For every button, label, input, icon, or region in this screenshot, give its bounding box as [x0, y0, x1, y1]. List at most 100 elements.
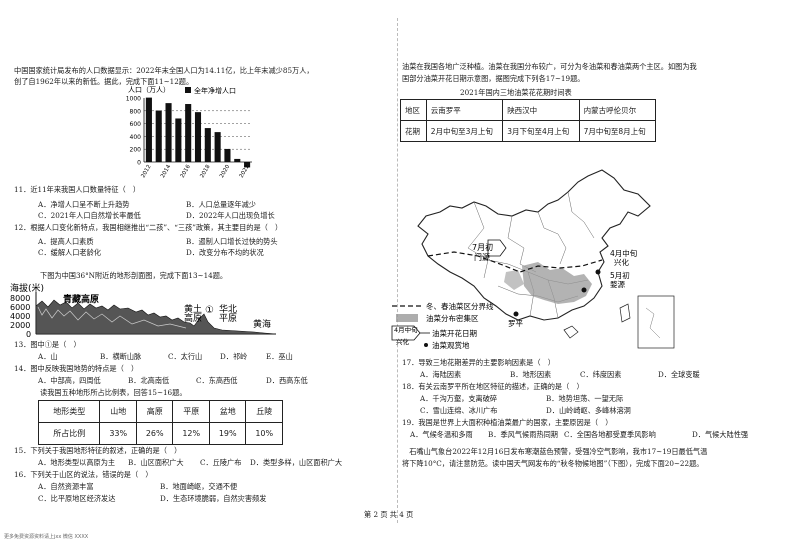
q12-option-b[interactable]: B．遏制人口增长过快的势头 [186, 237, 278, 246]
q18-option-d[interactable]: D．山岭崎岖、多峰林溶洞 [546, 406, 631, 415]
q19-option-a[interactable]: A．气候冬温和多雨 [410, 430, 473, 439]
bar-2013 [155, 110, 162, 162]
q17-option-d[interactable]: D．全球变暖 [658, 370, 700, 379]
q16-option-a[interactable]: A．自然资源丰富 [38, 482, 94, 491]
terrain-ratio-table: 地形类型 山地 高原 平原 盆地 丘陵 所占比例 33% 26% 12% 19%… [37, 400, 283, 445]
ann-wuyuan-date: 5月初 [610, 270, 630, 280]
south-sea-inset [637, 295, 675, 349]
table-cell: 陕西汉中 [502, 99, 580, 121]
q16-option-d[interactable]: D．生态环境脆弱，自然灾害频发 [160, 494, 267, 503]
q11-stem: 11．近11年来我国人口数量特征（ ） [14, 185, 141, 194]
q14-option-d[interactable]: D．西高东低 [266, 376, 308, 385]
q13-option-a[interactable]: A．山 [38, 352, 58, 361]
q18-option-a[interactable]: A．千沟万壑，支离破碎 [420, 394, 498, 403]
q13-option-c[interactable]: C．太行山 [168, 352, 203, 361]
x-tick-label: 2016 [180, 164, 192, 180]
page-number: 第 2 页 共 4 页 [364, 510, 414, 519]
table-cell: 19% [208, 422, 247, 445]
rapeseed-intro-2: 国部分油菜开花日期示意图，据图完成下列各17~19题。 [402, 74, 585, 83]
q16-option-b[interactable]: B．地面崎岖，交通不便 [160, 482, 238, 491]
marker-luoping [513, 311, 519, 317]
q12-option-a[interactable]: A．提高人口素质 [38, 237, 94, 246]
q13-option-d[interactable]: D．祁岭 [220, 352, 248, 361]
y-tick-label: 400 [130, 134, 142, 141]
q14-option-a[interactable]: A．中部高，四周低 [38, 376, 101, 385]
y-tick-label: 800 [130, 108, 142, 115]
q11-option-c[interactable]: C．2021年人口自然增长率最低 [38, 211, 141, 220]
dense-areas [504, 262, 592, 304]
q11-option-b[interactable]: B．人口总量逐年减少 [186, 200, 256, 209]
q15-option-a[interactable]: A．地形类型以高原为主 [38, 458, 116, 467]
table-row: 花期 2月中旬至3月上旬 3月下旬至4月上旬 7月中旬至8月上旬 [400, 120, 657, 142]
column-divider [397, 18, 398, 523]
bar-2017 [194, 112, 202, 162]
y-tick-label: 600 [130, 121, 142, 128]
y-tick-label: 0 [137, 160, 141, 167]
taiwan-outline [619, 303, 631, 323]
profile-texture [37, 306, 187, 329]
q15-option-c[interactable]: C．丘陵广布 [200, 458, 242, 467]
q15-option-d[interactable]: D．类型多样，山区面积广大 [250, 458, 343, 467]
q19-option-b[interactable]: B．季风气候雨热同期 [488, 430, 558, 439]
x-tick-label: 2022 [239, 164, 251, 179]
table-cell: 7月中旬至8月上旬 [578, 120, 657, 142]
label-yellow-sea: 黄海 [253, 318, 271, 330]
hainan-outline [563, 325, 579, 339]
legend-bloom-date: 油菜开花日期 [432, 328, 477, 338]
q17-option-b[interactable]: B．地形因素 [510, 370, 552, 379]
ytick-6000: 6000 [10, 303, 30, 312]
q17-option-a[interactable]: A．海陆因素 [420, 370, 462, 379]
q18-stem: 18．有关云南罗平所在地区特征的描述，正确的是（ ） [402, 382, 584, 391]
table-cell: 花期 [400, 120, 427, 142]
table-cell: 3月下旬至4月上旬 [502, 120, 580, 142]
table-cell: 所占比例 [37, 422, 101, 445]
table-cell: 平原 [172, 400, 210, 423]
ytick-0: 0 [26, 330, 31, 338]
chart-legend: 全年净增人口 [194, 86, 236, 95]
table-row: 地区 云南罗平 陕西汉中 内蒙古呼伦贝尔 [400, 99, 657, 121]
intro-line-1: 中国国家统计局发布的人口数据显示：2022年末全国人口为14.11亿，比上年末减… [14, 66, 314, 75]
china-outline [417, 169, 651, 321]
q17-option-c[interactable]: C．纬度因素 [580, 370, 622, 379]
bloom-period-table: 地区 云南罗平 陕西汉中 内蒙古呼伦贝尔 花期 2月中旬至3月上旬 3月下旬至4… [400, 99, 657, 142]
q16-stem: 16．下列关于山区的说法，错误的是（ ） [14, 470, 153, 479]
q19-option-c[interactable]: C．全国各地都受夏季风影响 [564, 430, 656, 439]
profile-intro: 下图为中国36°N附近的地形剖面图，完成下面13~14题。 [40, 271, 228, 280]
q14-option-c[interactable]: C．东高西低 [196, 376, 238, 385]
table-row: 所占比例 33% 26% 12% 19% 10% [37, 422, 283, 445]
y-tick-label: 1000 [126, 96, 141, 103]
q12-option-c[interactable]: C．缓解人口老龄化 [38, 248, 102, 257]
q19-stem: 19．我国是世界上大面积种植油菜最广的国家，主要原因是（ ） [402, 418, 613, 427]
table-cell: 地区 [400, 99, 427, 121]
q11-option-a[interactable]: A．净增人口呈不断上升趋势 [38, 200, 130, 209]
table-cell: 33% [99, 422, 137, 445]
ann-xinghua-place: 兴化 [614, 257, 629, 267]
q18-option-c[interactable]: C．雪山连绵、冰川广布 [420, 406, 498, 415]
table-cell: 高原 [135, 400, 174, 423]
q13-option-e[interactable]: E．巫山 [266, 352, 293, 361]
marker-wuyuan [581, 287, 587, 293]
bar-2019 [214, 132, 221, 162]
q18-option-b[interactable]: B．地势坦荡、一望无际 [546, 394, 624, 403]
q13-option-b[interactable]: B．横断山脉 [100, 352, 142, 361]
q13-stem: 13．图中①是（ ） [14, 340, 81, 349]
legend-dense: 油菜分布密集区 [426, 313, 479, 323]
q19-option-d[interactable]: D．气候大陆性强 [692, 430, 749, 439]
table-intro: 读我国五种地形所占比例表，回答15~16题。 [40, 388, 187, 397]
bar-2020 [224, 148, 231, 162]
x-tick-label: 2014 [160, 164, 172, 180]
bar-2016 [185, 104, 192, 162]
q12-option-d[interactable]: D．改变分布不均的状况 [186, 248, 264, 257]
marker-xinghua [595, 269, 601, 275]
bottom-intro-1: 石嘴山气象台2022年12月16日发布寒潮蓝色预警，受强冷空气影响，我市17~1… [402, 447, 708, 456]
table-cell: 丘陵 [245, 400, 283, 423]
ann-menyuan-place: 门源 [474, 252, 490, 262]
table-cell: 2月中旬至3月上旬 [425, 120, 504, 142]
q14-option-b[interactable]: B．北高南低 [128, 376, 170, 385]
q11-option-d[interactable]: D．2022年人口出现负增长 [186, 211, 275, 220]
bar-2022 [244, 162, 251, 168]
q16-option-c[interactable]: C．比平原地区经济发达 [38, 494, 116, 503]
table-row: 地形类型 山地 高原 平原 盆地 丘陵 [37, 400, 283, 423]
q15-option-b[interactable]: B．山区面积广大 [128, 458, 184, 467]
